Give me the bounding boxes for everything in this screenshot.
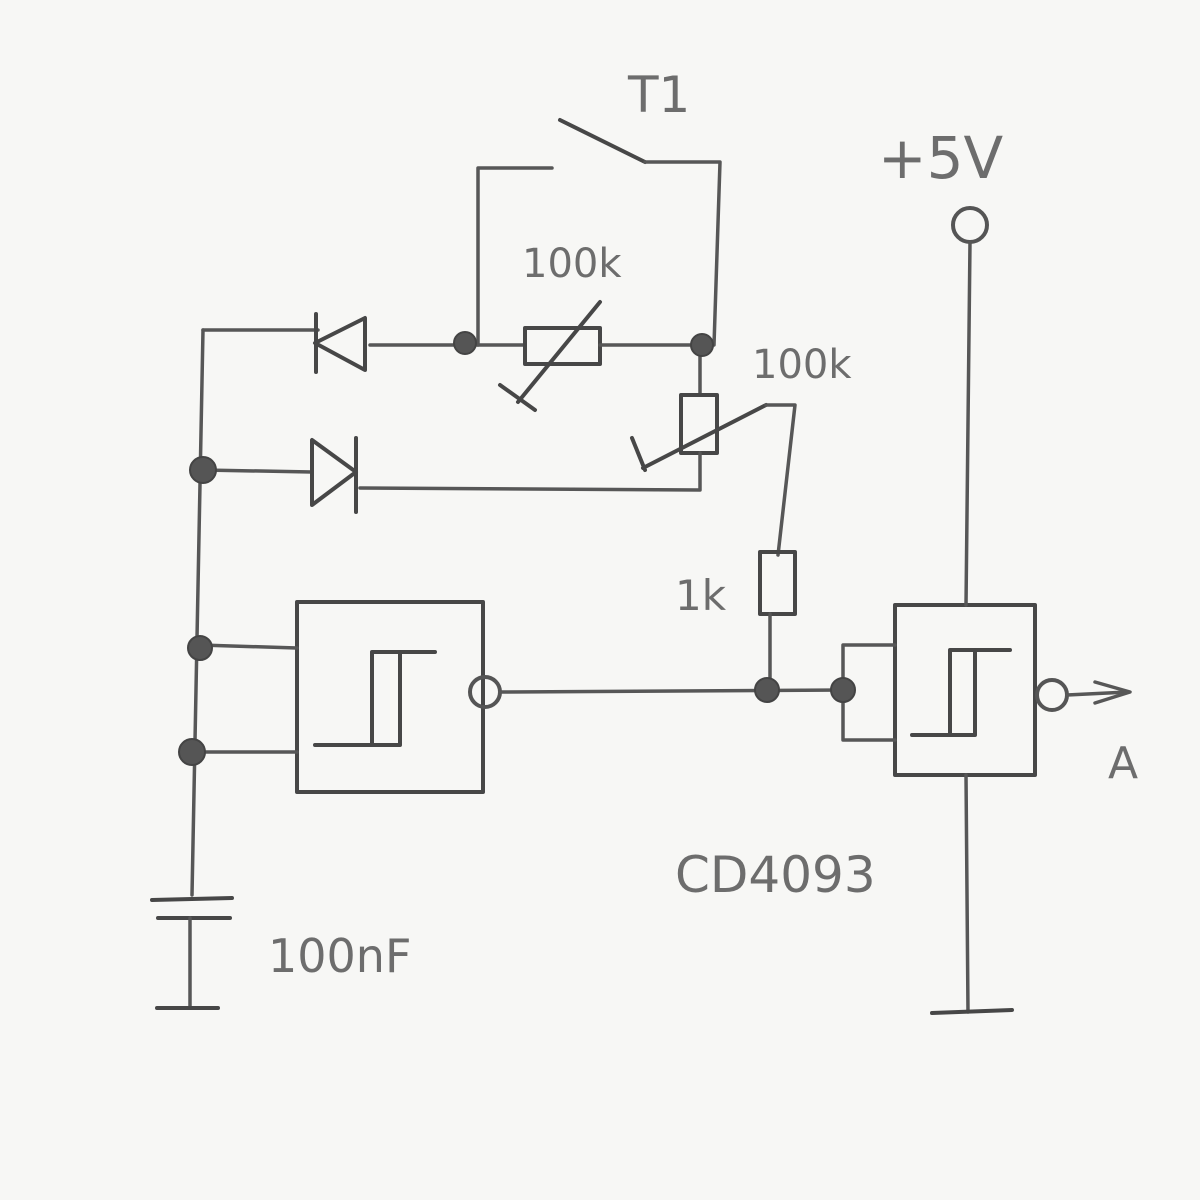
capacitor-label: 100nF (268, 929, 411, 983)
pot-top-label: 100k (522, 241, 622, 287)
pot-right-label: 100k (752, 342, 852, 388)
output-label: A (1108, 738, 1138, 789)
supply-rail (930, 206, 1014, 1015)
junction-resistor (754, 677, 780, 703)
potentiometer-right (358, 343, 797, 557)
resistor-label: 1k (675, 571, 727, 620)
switch-label: T1 (627, 66, 690, 124)
gate-link-wire (498, 688, 847, 694)
left-bus-wire (190, 328, 205, 897)
schmitt-gate-2 (841, 603, 1132, 777)
junction-pot-left (453, 331, 477, 355)
junction-gate2-input (830, 677, 856, 703)
junction-pot-right (690, 333, 714, 357)
diode-top (201, 312, 367, 374)
schmitt-gate-1 (193, 600, 502, 794)
resistor-1k (758, 550, 797, 692)
junction-bus-diode (189, 456, 217, 484)
capacitor-100nf (150, 896, 234, 1010)
switch-t1 (476, 118, 722, 347)
potentiometer-top (368, 300, 702, 412)
supply-label: +5V (878, 124, 1003, 192)
diode-bottom (201, 436, 358, 514)
junction-bus-gate-top (187, 635, 213, 661)
junction-bus-gate-bottom (178, 738, 206, 766)
chip-label: CD4093 (675, 846, 876, 904)
